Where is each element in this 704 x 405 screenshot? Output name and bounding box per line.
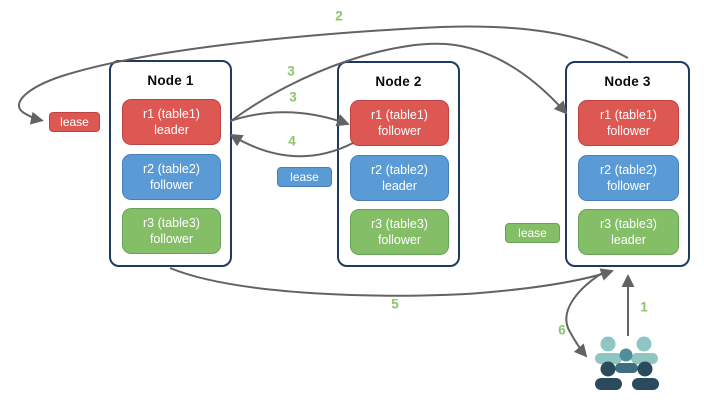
user-front-left-head <box>600 361 616 377</box>
user-front-right-body <box>632 378 659 390</box>
replica-role: follower <box>149 232 194 246</box>
node-2-title: Node 2 <box>375 74 422 89</box>
replica-name: r2 (table2) <box>600 162 657 177</box>
replica-role: follower <box>149 178 194 192</box>
replica-name: r3 (table3) <box>600 216 657 231</box>
node-3-replica-r2[interactable]: r2 (table2) follower <box>578 155 679 201</box>
user-back-right-body <box>631 353 658 364</box>
user-front-left-body <box>595 378 622 390</box>
lease-label: lease <box>60 115 89 129</box>
node-1-replica-r2[interactable]: r2 (table2) follower <box>122 154 221 200</box>
node-2-replica-r3[interactable]: r3 (table3) follower <box>350 209 449 255</box>
node-3-replica-r3[interactable]: r3 (table3) leader <box>578 209 679 255</box>
replica-name: r2 (table2) <box>143 161 200 176</box>
replica-name: r3 (table3) <box>143 215 200 230</box>
replica-name: r2 (table2) <box>371 162 428 177</box>
step-label-2: 2 <box>335 8 343 24</box>
replica-role: leader <box>154 123 189 137</box>
lease-badge-green: lease <box>505 223 560 243</box>
users-icon <box>595 336 659 390</box>
replica-name: r3 (table3) <box>371 216 428 231</box>
user-back-right-head <box>636 336 652 352</box>
step-label-4: 4 <box>288 133 296 149</box>
step-label-1: 1 <box>640 299 648 315</box>
replica-name: r1 (table1) <box>600 107 657 122</box>
replica-role: follower <box>606 124 651 138</box>
step-label-3-mid: 3 <box>289 89 297 105</box>
node-3: Node 3 r1 (table1) follower r2 (table2) … <box>565 61 690 267</box>
user-middle-head <box>619 348 633 362</box>
lease-badge-blue: lease <box>277 167 332 187</box>
replica-role: follower <box>606 179 651 193</box>
node-2-replica-r2[interactable]: r2 (table2) leader <box>350 155 449 201</box>
node-2: Node 2 r1 (table1) follower r2 (table2) … <box>337 61 460 267</box>
replica-role: follower <box>377 233 422 247</box>
node-3-replica-r1[interactable]: r1 (table1) follower <box>578 100 679 146</box>
lease-badge-red: lease <box>49 112 100 132</box>
replica-role: follower <box>377 124 422 138</box>
replica-role: leader <box>611 233 646 247</box>
step-label-6: 6 <box>558 322 566 338</box>
arrow-step-3-to-node2 <box>229 111 350 127</box>
replica-name: r1 (table1) <box>371 107 428 122</box>
node-2-replica-r1[interactable]: r1 (table1) follower <box>350 100 449 146</box>
arrow-step-5 <box>169 267 614 297</box>
user-back-left-head <box>600 336 616 352</box>
node-3-title: Node 3 <box>604 74 651 89</box>
step-label-3-top: 3 <box>287 63 295 79</box>
node-1-title: Node 1 <box>147 73 194 88</box>
lease-label: lease <box>290 170 319 184</box>
node-1-replica-r3[interactable]: r3 (table3) follower <box>122 208 221 254</box>
node-1: Node 1 r1 (table1) leader r2 (table2) fo… <box>109 60 232 267</box>
user-middle-body <box>615 363 638 373</box>
lease-label: lease <box>518 226 547 240</box>
replica-role: leader <box>382 179 417 193</box>
replica-name: r1 (table1) <box>143 106 200 121</box>
user-front-right-head <box>637 361 653 377</box>
node-1-replica-r1[interactable]: r1 (table1) leader <box>122 99 221 145</box>
step-label-5: 5 <box>391 296 399 312</box>
